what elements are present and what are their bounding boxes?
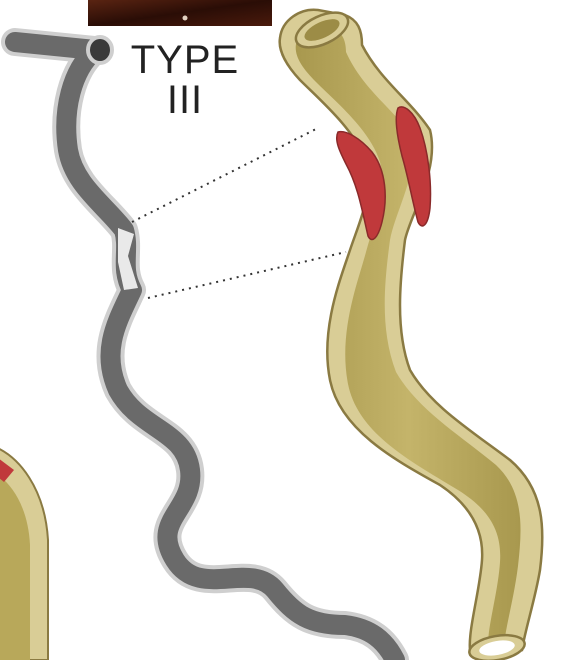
magnification-guides — [132, 128, 346, 298]
type-label-line2: III — [110, 80, 260, 120]
type-label-line1: TYPE — [131, 38, 239, 82]
cutaway-vessel — [280, 5, 543, 660]
type-label: TYPE III — [110, 40, 260, 120]
angiogram-inset — [88, 0, 272, 26]
left-vessel-fragment — [0, 445, 48, 660]
